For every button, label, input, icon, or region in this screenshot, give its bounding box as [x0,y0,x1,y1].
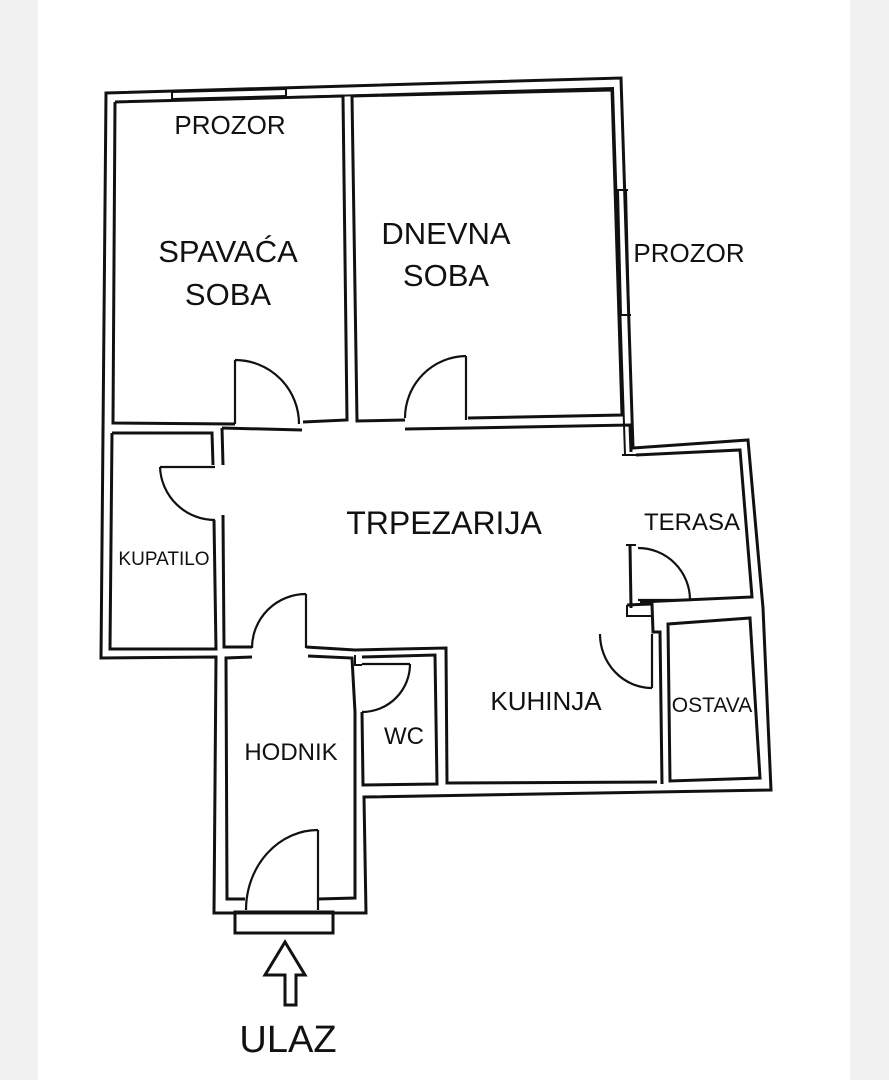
pantry [666,616,762,783]
entrance-label: ULAZ [239,1019,336,1061]
wc-door-swing [361,663,412,714]
terrace-label: TERASA [644,509,740,536]
entrance-arrow-icon [262,939,308,1007]
kitchen-label: KUHINJA [490,686,602,716]
bathroom [108,431,218,651]
kitchen [598,602,664,785]
bedroom-label-line2: SOBA [185,277,271,312]
living-room-window-label: PROZOR [633,238,744,268]
paper-sheet [38,0,850,1080]
bedroom-label-line1: SPAVAĆA [158,234,298,269]
outer-walls [99,76,773,915]
entrance-threshold [233,910,335,935]
living-room-window [616,189,631,316]
living-room [350,88,624,423]
bedroom [111,94,349,426]
inner-wall-outline [114,86,626,456]
bathroom-label: KUPATILO [118,549,209,570]
outer-wall-outline [99,76,773,915]
living-room-door-swing [403,354,467,419]
wc-label: WC [384,723,424,750]
terrace-door-swing [637,546,692,601]
living-room-label-line1: DNEVNA [381,216,511,251]
living-room-label-line2: SOBA [403,258,489,293]
terrace [622,448,754,604]
kitchen-door-swing [598,633,653,690]
pantry-label: OSTAVA [672,694,753,717]
bedroom-window-label: PROZOR [174,110,285,140]
dining-room [220,423,658,785]
hallway [224,592,357,935]
bedroom-wall [114,94,349,424]
bathroom-door-swing [158,466,216,522]
wc-room [354,653,439,787]
entrance-door-swing [244,828,319,911]
dining-room-label: TRPEZARIJA [346,505,542,541]
hallway-label: HODNIK [244,739,337,766]
bedroom-door-swing [234,358,301,425]
hallway-door-swing [250,592,307,649]
